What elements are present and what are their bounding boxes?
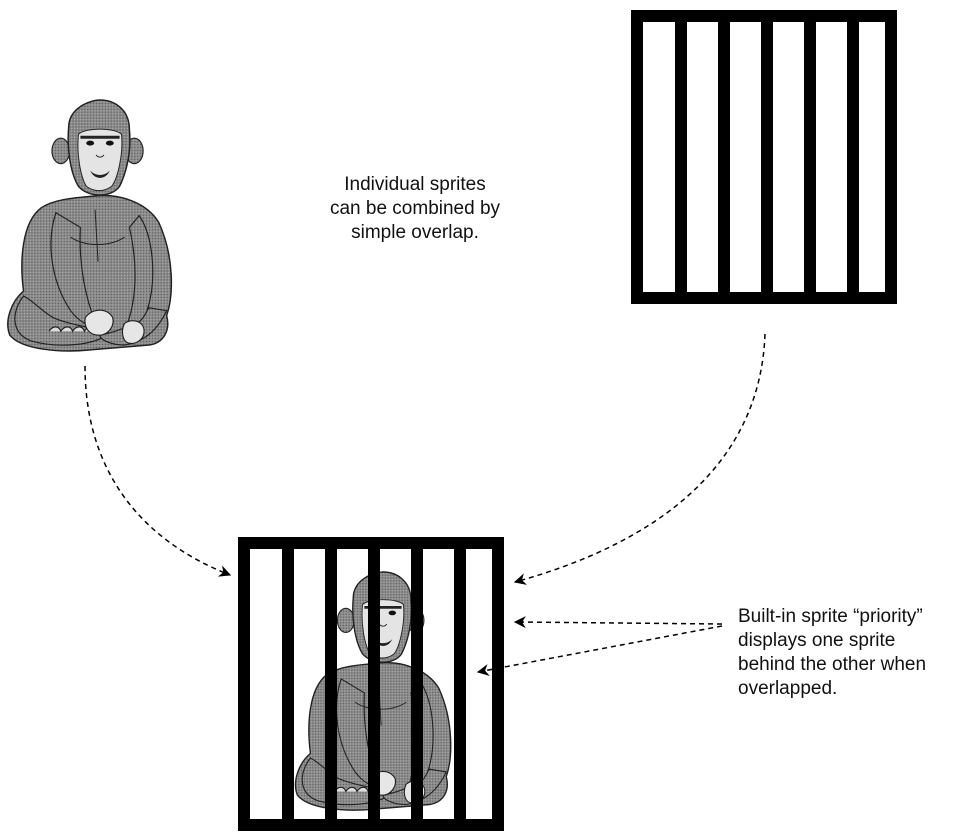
arrow-cage-to-combined	[513, 333, 766, 585]
combined-sprite	[238, 537, 504, 831]
cage-sprite	[631, 10, 897, 304]
monkey-sprite	[6, 98, 173, 353]
arrow-priority-to-monkey	[476, 625, 723, 676]
overlap-caption-line-2: can be combined by	[329, 198, 501, 219]
priority-caption: Built-in sprite “priority” displays one …	[738, 605, 956, 701]
cage-bars-front	[238, 537, 504, 831]
overlap-caption-line-1: Individual sprites	[344, 174, 486, 195]
overlap-caption: Individual sprites can be combined by si…	[300, 173, 530, 245]
arrow-monkey-to-combined	[84, 365, 232, 577]
arrow-priority-to-cage	[513, 616, 723, 629]
arrows	[84, 333, 766, 676]
priority-caption-line-2: displays one sprite	[738, 630, 896, 651]
overlap-caption-line-3: simple overlap.	[351, 222, 479, 243]
priority-caption-line-1: Built-in sprite “priority”	[738, 606, 923, 627]
priority-caption-line-3: behind the other when	[738, 654, 927, 675]
priority-caption-line-4: overlapped.	[738, 678, 838, 699]
